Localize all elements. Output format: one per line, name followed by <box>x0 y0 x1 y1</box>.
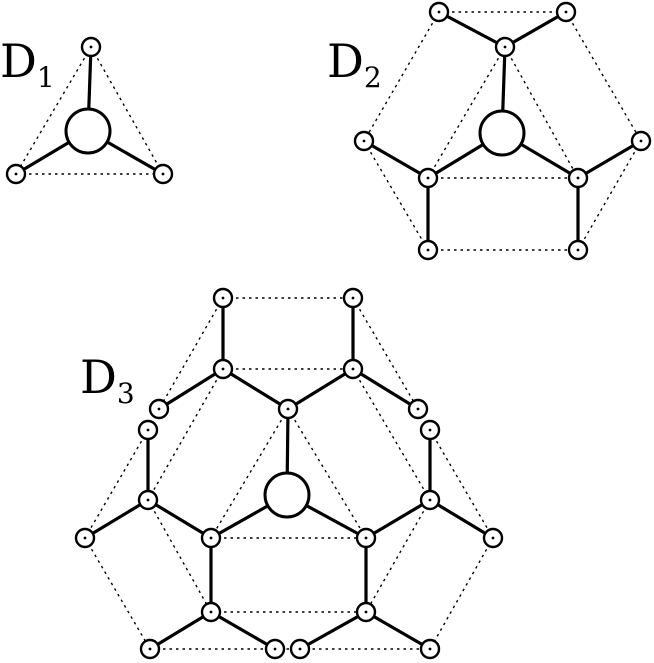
node <box>342 287 364 309</box>
node <box>353 130 375 152</box>
node <box>417 167 439 189</box>
node <box>355 601 377 623</box>
node <box>212 287 234 309</box>
diagram-d1-nodes <box>5 36 174 185</box>
node <box>567 167 589 189</box>
node <box>494 36 516 58</box>
diagram-d2-nodes <box>353 1 652 261</box>
diagram-d1-center-node <box>64 107 112 155</box>
node <box>137 489 159 511</box>
node <box>74 527 96 549</box>
node <box>567 239 589 261</box>
node <box>355 527 377 549</box>
diagram-d1-label: D1 <box>0 34 55 94</box>
diagram-d3-bonds <box>83 296 495 651</box>
node <box>137 419 159 441</box>
node <box>80 36 102 58</box>
node <box>407 398 429 420</box>
node <box>5 163 27 185</box>
diagram-d2-dashed-edges <box>363 11 642 251</box>
node <box>342 358 364 380</box>
diagram-d3-center-node <box>263 471 311 519</box>
diagram-d3-dashed-edges <box>84 297 494 650</box>
node <box>152 163 174 185</box>
node <box>212 358 234 380</box>
diagram-d1: D1 <box>0 34 174 185</box>
diagram-d3: D3 <box>74 287 504 660</box>
node <box>419 419 441 441</box>
node <box>264 638 286 660</box>
node <box>417 239 439 261</box>
node <box>277 398 299 420</box>
diagram-d1-dashed-edges <box>15 46 164 175</box>
node <box>482 527 504 549</box>
node <box>419 638 441 660</box>
node <box>289 638 311 660</box>
node <box>428 1 450 23</box>
node <box>139 638 161 660</box>
diagram-d3-label: D3 <box>80 350 135 410</box>
diagram-d2: D2 <box>327 1 652 261</box>
node <box>200 601 222 623</box>
diagram-d3-nodes <box>74 287 504 660</box>
node <box>630 130 652 152</box>
node <box>200 527 222 549</box>
node <box>555 1 577 23</box>
node <box>419 489 441 511</box>
diagram-d2-label: D2 <box>327 34 382 94</box>
node <box>148 398 170 420</box>
diagram-d2-center-node <box>478 109 526 157</box>
